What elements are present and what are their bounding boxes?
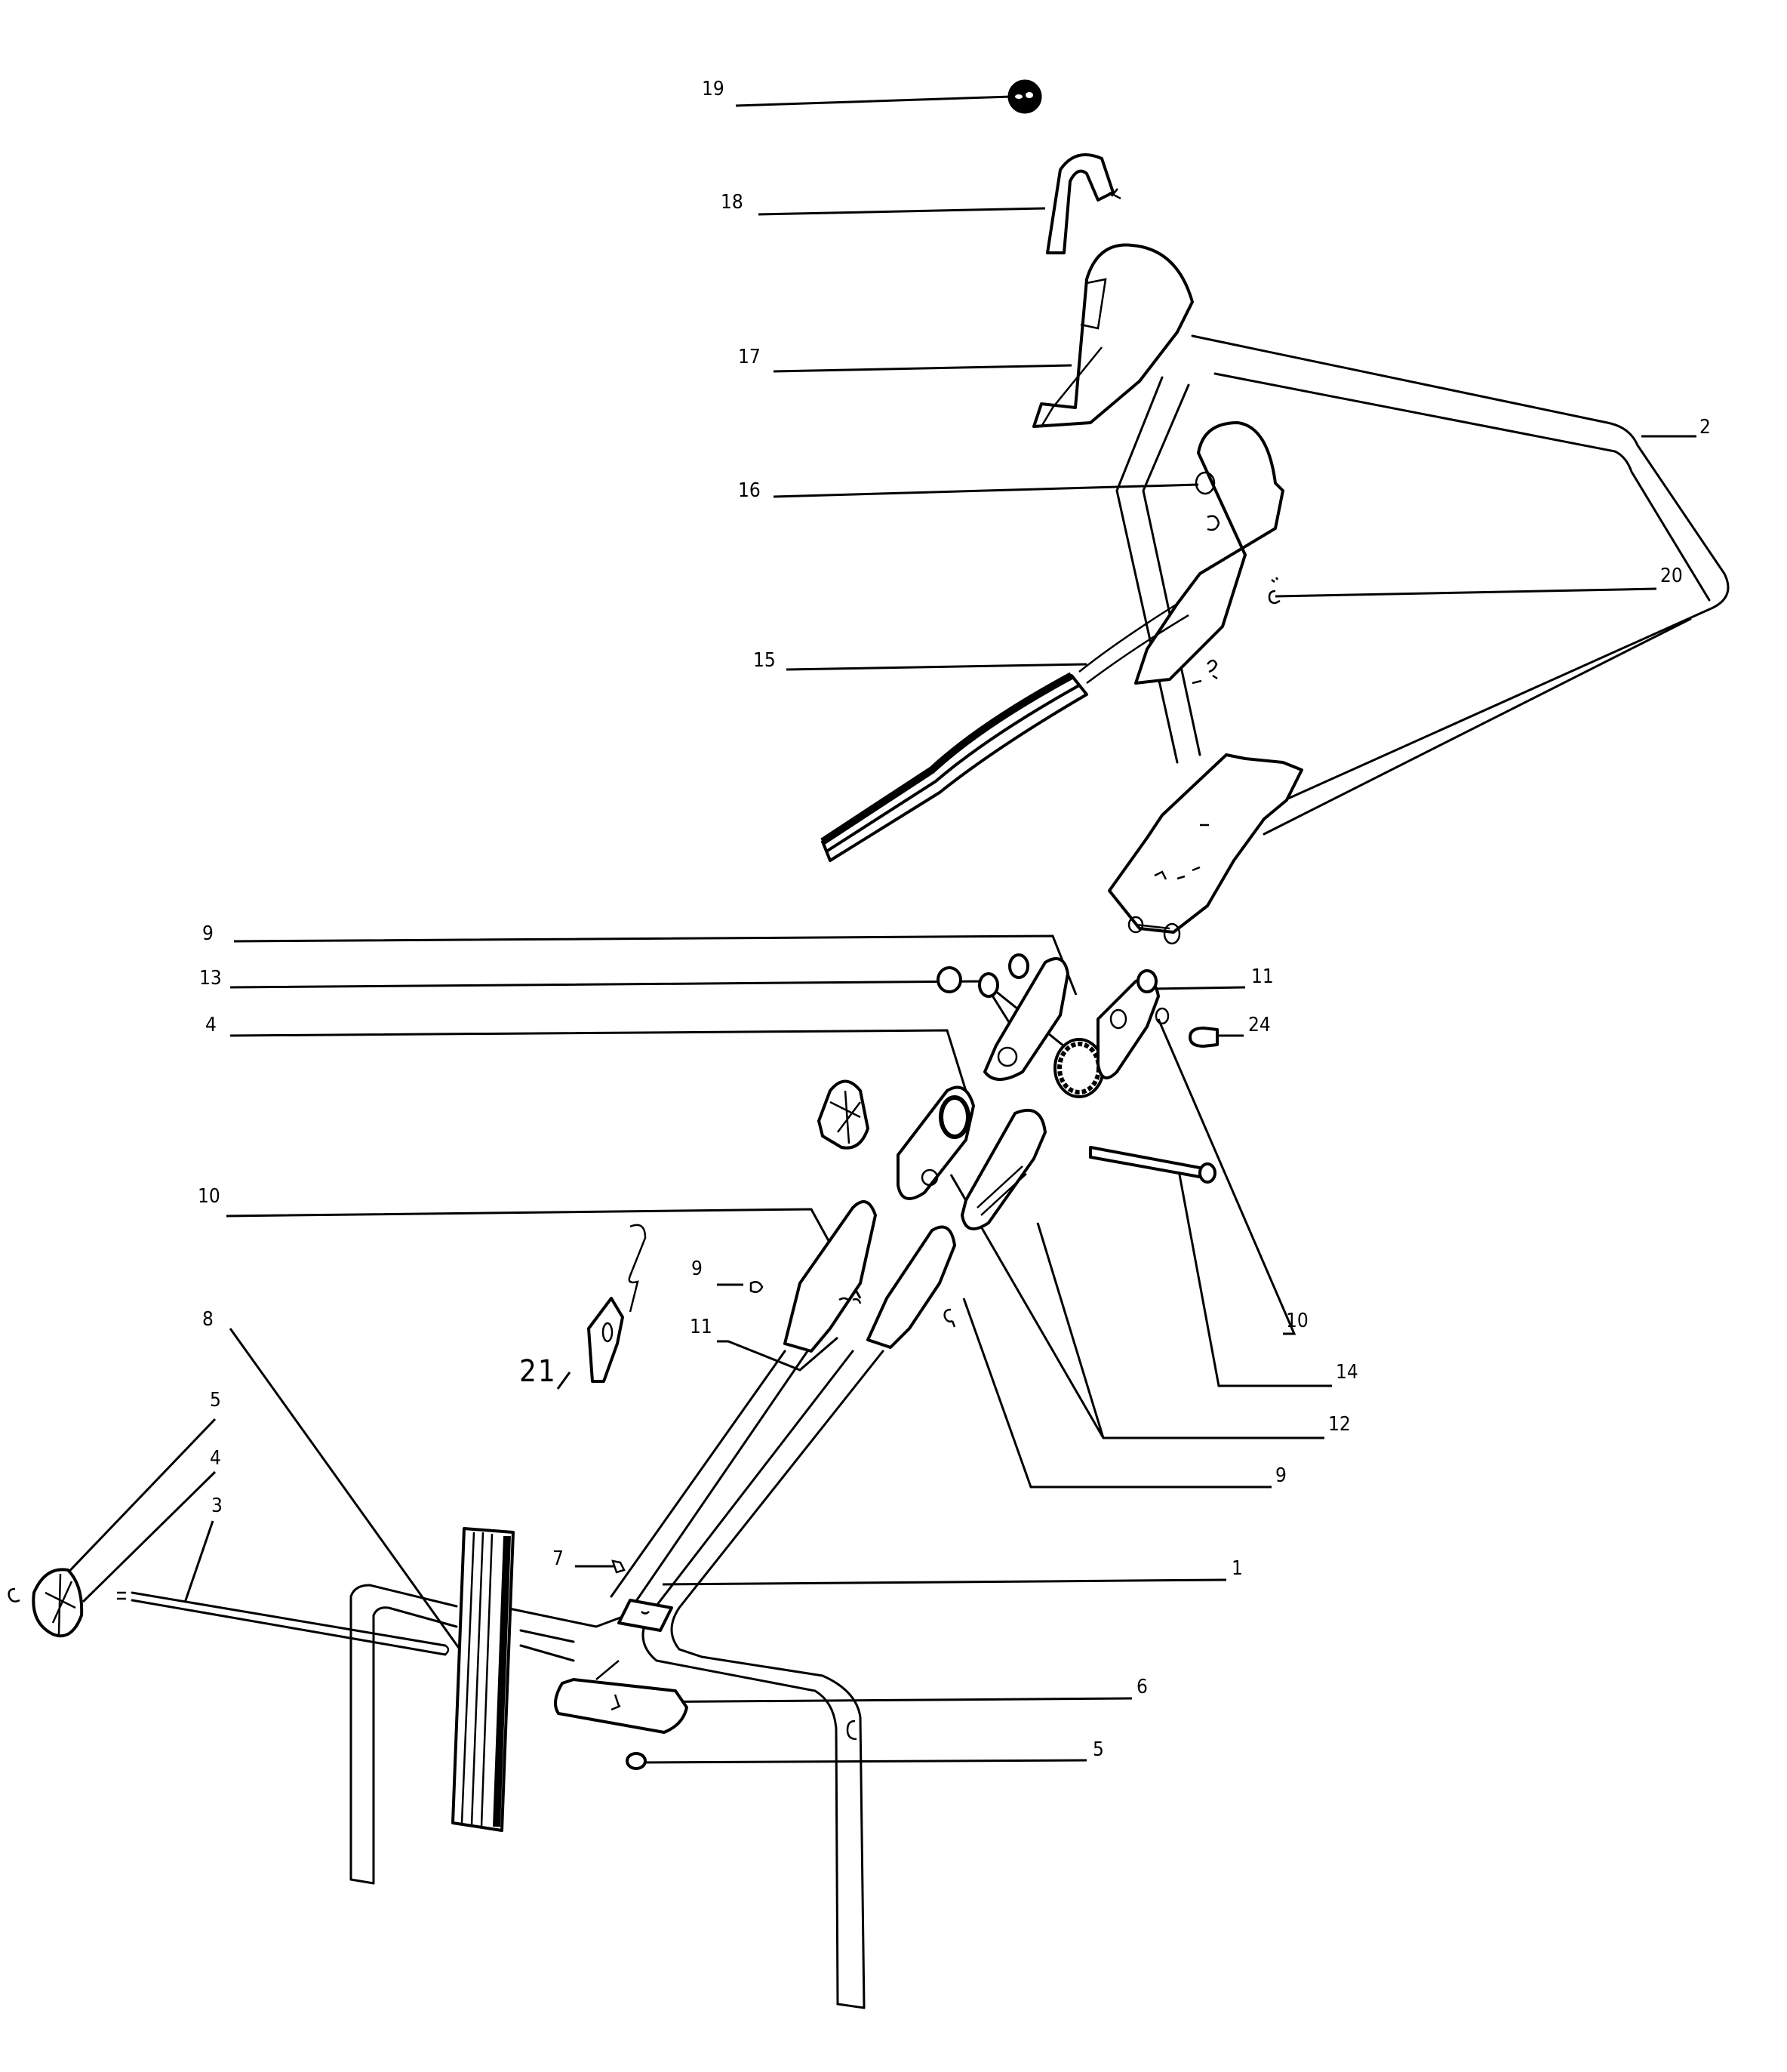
- part-19-knob: [1007, 79, 1042, 114]
- leader-lines: [40, 95, 1696, 1764]
- callout-label-9: 9: [1275, 1464, 1287, 1487]
- callout-label-11: 11: [1251, 965, 1274, 988]
- left-leg-and-rod: [8, 1568, 575, 1885]
- callout-label-7: 7: [552, 1547, 564, 1570]
- callout-label-15: 15: [753, 649, 776, 672]
- callout-label-4: 4: [210, 1447, 221, 1470]
- part-18-handle-clip: [1046, 153, 1121, 254]
- ratchet-cluster: [817, 953, 1219, 1230]
- callout-label-8: 8: [202, 1308, 214, 1331]
- callout-label-6: 6: [1136, 1676, 1148, 1698]
- callout-label-11: 11: [690, 1316, 712, 1338]
- part-1-lower-frame: [504, 1350, 884, 2009]
- mid-hinge-brackets: [749, 1200, 956, 1353]
- callout-label-16: 16: [738, 479, 761, 502]
- part-21-spring-clip: [587, 1224, 647, 1383]
- upper-hinge-bracket: [1108, 753, 1303, 945]
- callout-label-3: 3: [211, 1495, 223, 1517]
- callout-label-20: 20: [1660, 565, 1683, 587]
- callout-label-10: 10: [1286, 1310, 1309, 1332]
- callout-label-9: 9: [691, 1258, 703, 1280]
- callout-label-17: 17: [738, 346, 761, 368]
- part-17-bracket-cover: [1032, 243, 1194, 428]
- callout-label-14: 14: [1336, 1361, 1358, 1384]
- part-8-foot-strip: [451, 1527, 515, 1832]
- part-15-brake-strip: [820, 602, 1218, 862]
- callout-label-2: 2: [1699, 416, 1711, 439]
- callout-label-21: 21: [519, 1354, 557, 1389]
- callout-label-18: 18: [721, 191, 743, 214]
- callout-label-13: 13: [199, 967, 222, 990]
- callout-label-4: 4: [205, 1014, 217, 1036]
- callout-label-19: 19: [702, 78, 724, 100]
- part-20-rivet: [1268, 577, 1281, 605]
- callout-label-5: 5: [210, 1389, 221, 1412]
- part-6-joint-bracket: [554, 1559, 857, 1770]
- callout-label-12: 12: [1328, 1413, 1351, 1436]
- callout-label-1: 1: [1232, 1557, 1243, 1580]
- callout-label-9: 9: [202, 922, 214, 945]
- part-16-hinge-plate: [1134, 421, 1284, 685]
- callout-label-24: 24: [1248, 1014, 1271, 1036]
- callout-label-5: 5: [1093, 1738, 1104, 1761]
- callout-label-10: 10: [198, 1185, 220, 1208]
